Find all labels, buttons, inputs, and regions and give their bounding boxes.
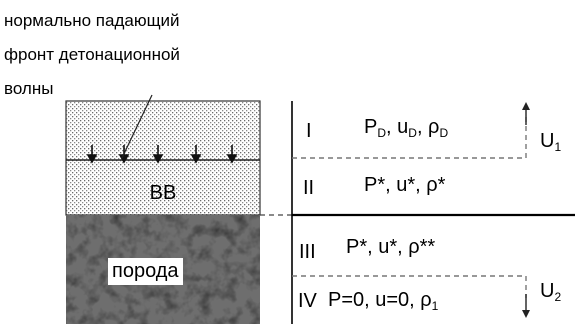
zone-3-state: P*, u*, ρ** xyxy=(346,236,436,258)
rock-label: порода xyxy=(108,258,183,285)
zone-2-roman: II xyxy=(303,177,315,199)
caption-line-3: волны xyxy=(4,79,54,98)
upper-wave-dashed xyxy=(292,116,527,159)
zone-4-roman: IV xyxy=(298,290,317,312)
zone-1-roman: I xyxy=(306,120,312,142)
upper-arrow-head xyxy=(522,102,530,110)
caption-line-1: нормально падающий xyxy=(4,11,180,30)
explosive-block xyxy=(65,100,261,216)
explosive-label: ВВ xyxy=(149,182,177,204)
lower-arrow-head xyxy=(522,310,530,318)
zone-1-state: PD, uD, ρD xyxy=(364,116,449,140)
lower-wave-dashed xyxy=(292,275,527,298)
caption-leader-line xyxy=(121,94,153,159)
velocity-lower-label: U2 xyxy=(540,280,562,304)
zone-3-roman: III xyxy=(299,241,316,263)
front-arrows xyxy=(86,145,238,164)
caption-line-2: фронт детонационной xyxy=(4,45,180,64)
velocity-upper-label: U1 xyxy=(540,130,562,154)
zone-4-state: P=0, u=0, ρ1 xyxy=(328,289,439,313)
zone-2-state: P*, u*, ρ* xyxy=(364,174,446,196)
